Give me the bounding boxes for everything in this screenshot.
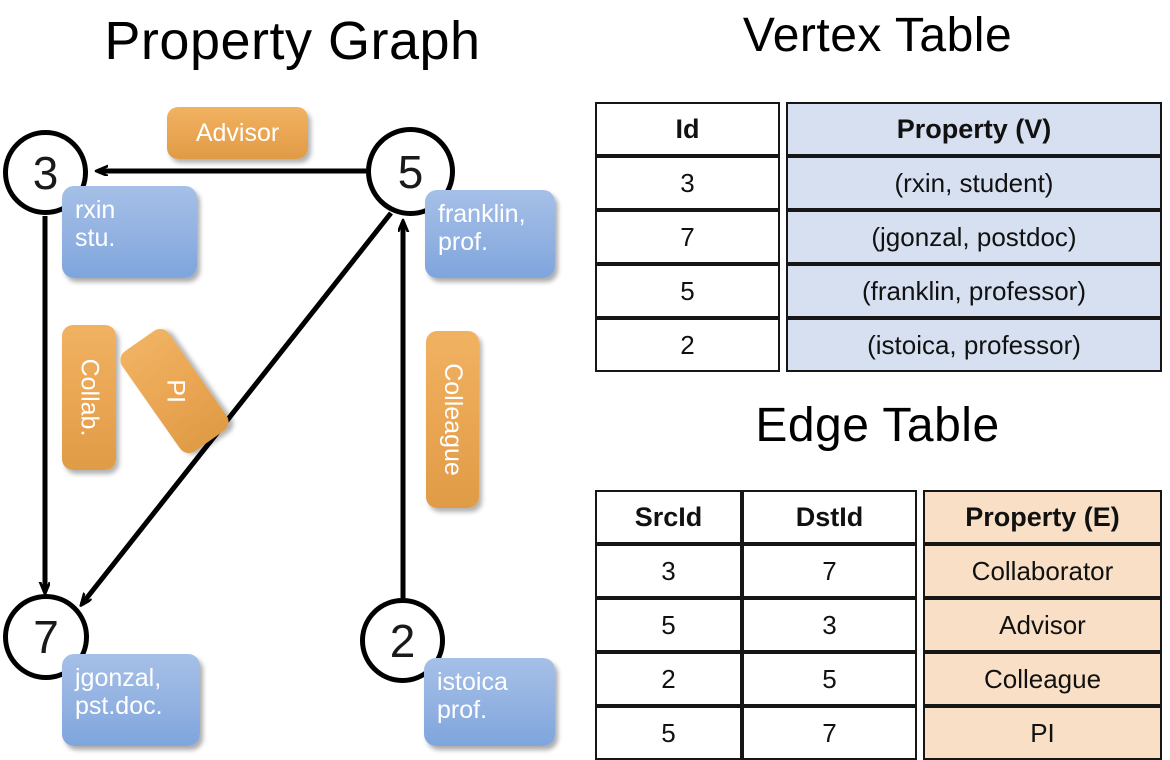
page-title-edge-table: Edge Table <box>755 399 1000 452</box>
table-row: 5 3 Advisor <box>595 598 1162 652</box>
vertex-row-3-id: 2 <box>595 318 780 372</box>
edge-table-header-dstid: DstId <box>742 490 917 544</box>
page-title-property-graph: Property Graph <box>104 11 481 71</box>
table-row: 3 7 Collaborator <box>595 544 1162 598</box>
vertex-table-header-row: Id Property (V) <box>595 102 1162 156</box>
vertex-row-2-id: 5 <box>595 264 780 318</box>
node-5-property-line2: prof. <box>438 228 489 256</box>
node-3-property-line1: rxin <box>75 196 116 224</box>
graph-node-5[interactable]: 5 <box>366 127 455 216</box>
edge-row-3-property: PI <box>923 706 1162 760</box>
property-graph-diagram: 3 5 7 2 rxin stu. franklin, prof. jgonza… <box>0 0 585 760</box>
graph-node-2-label: 2 <box>389 614 416 667</box>
vertex-row-2-property: (franklin, professor) <box>786 264 1162 318</box>
graph-edges-svg <box>0 0 585 760</box>
graph-node-3-label: 3 <box>32 146 59 199</box>
edge-row-0-dst: 7 <box>742 544 917 598</box>
page-title-vertex-table: Vertex Table <box>742 9 1013 62</box>
edge-row-3-dst: 7 <box>742 706 917 760</box>
vertex-row-1-property: (jgonzal, postdoc) <box>786 210 1162 264</box>
vertex-row-0-id: 3 <box>595 156 780 210</box>
edge-label-collab-text: Collab. <box>75 358 104 437</box>
vertex-table-header-property: Property (V) <box>786 102 1162 156</box>
graph-node-7-label: 7 <box>33 611 59 663</box>
edge-row-1-property: Advisor <box>923 598 1162 652</box>
edge-table-header-row: SrcId DstId Property (E) <box>595 490 1162 544</box>
edge-label-colleague: Colleague <box>426 331 479 508</box>
edge-row-1-dst: 3 <box>742 598 917 652</box>
node-7-property-box: jgonzal, pst.doc. <box>62 654 200 746</box>
graph-node-5-label: 5 <box>397 145 424 198</box>
edge-row-0-property: Collaborator <box>923 544 1162 598</box>
table-row: 5 (franklin, professor) <box>595 264 1162 318</box>
edge-table-header-property: Property (E) <box>923 490 1162 544</box>
vertex-row-3-property: (istoica, professor) <box>786 318 1162 372</box>
edge-label-collab: Collab. <box>62 325 116 470</box>
edge-row-2-property: Colleague <box>923 652 1162 706</box>
node-7-property-line1: jgonzal, <box>75 664 162 692</box>
edge-label-colleague-text: Colleague <box>439 363 467 476</box>
node-2-property-box: istoica prof. <box>424 658 555 746</box>
vertex-row-1-id: 7 <box>595 210 780 264</box>
node-2-property-line2: prof. <box>437 696 488 724</box>
edge-label-advisor: Advisor <box>167 107 308 159</box>
edge-label-advisor-text: Advisor <box>195 118 280 147</box>
edge-table: SrcId DstId Property (E) 3 7 Collaborato… <box>595 490 1162 760</box>
vertex-table: Id Property (V) 3 (rxin, student) 7 (jgo… <box>595 102 1162 372</box>
table-row: 2 5 Colleague <box>595 652 1162 706</box>
node-5-property-line1: franklin, <box>438 200 526 228</box>
table-row: 7 (jgonzal, postdoc) <box>595 210 1162 264</box>
vertex-table-header-id: Id <box>595 102 780 156</box>
edge-row-3-src: 5 <box>595 706 742 760</box>
graph-node-2[interactable]: 2 <box>360 598 445 683</box>
node-5-property-box: franklin, prof. <box>425 190 555 278</box>
table-row: 5 7 PI <box>595 706 1162 760</box>
node-2-property-line1: istoica <box>437 668 508 696</box>
node-3-property-box: rxin stu. <box>62 186 197 278</box>
edge-row-0-src: 3 <box>595 544 742 598</box>
edge-row-1-src: 5 <box>595 598 742 652</box>
edge-label-pi-text: PI <box>161 379 189 403</box>
edge-row-2-dst: 5 <box>742 652 917 706</box>
edge-table-header-srcid: SrcId <box>595 490 742 544</box>
table-row: 2 (istoica, professor) <box>595 318 1162 372</box>
node-3-property-line2: stu. <box>75 224 116 252</box>
table-row: 3 (rxin, student) <box>595 156 1162 210</box>
vertex-row-0-property: (rxin, student) <box>786 156 1162 210</box>
node-7-property-line2: pst.doc. <box>75 692 163 720</box>
edge-5-to-7 <box>82 211 393 604</box>
edge-row-2-src: 2 <box>595 652 742 706</box>
